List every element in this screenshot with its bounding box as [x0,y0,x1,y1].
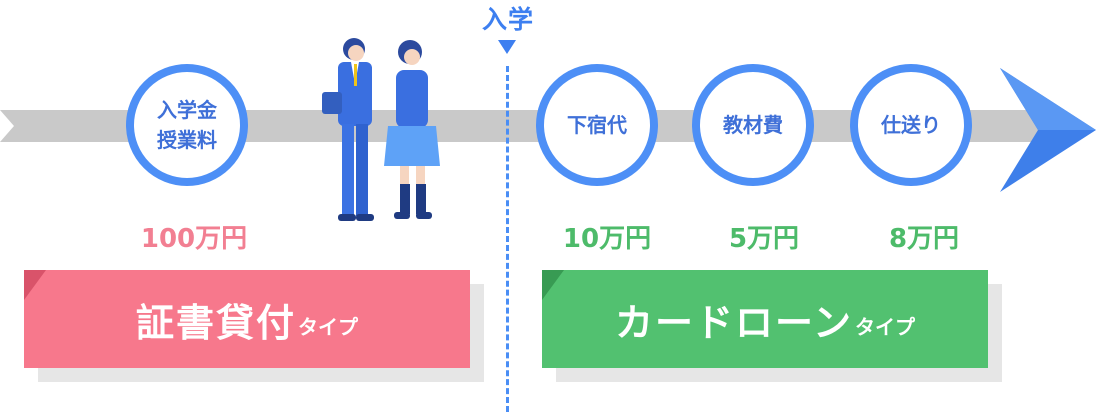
amount-lodging: 10万円 [562,224,652,254]
timeline-start-notch [0,110,14,142]
amount-allowance: 8万円 [888,224,960,254]
student-boy-icon [322,38,374,221]
banner-sub-text: タイプ [298,314,358,339]
banner-fold [24,270,46,300]
arrow-right-icon [1000,68,1096,192]
card-loan-banner: カードローン タイプ [542,270,988,368]
admission-label: 入学 [481,5,534,34]
banner-sub-text: タイプ [855,314,916,339]
students-illustration [322,38,440,221]
circle-label: 仕送り [881,113,941,137]
amount-entrance-tuition: 100万円 [140,224,248,254]
amount-textbooks: 5万円 [728,224,800,254]
admission-divider [506,66,509,412]
circle-label: 教材費 [723,113,783,137]
circle-textbooks: 教材費 [692,64,814,186]
circle-label-line2: 授業料 [157,128,217,152]
circle-label-line1: 入学金 [157,98,217,122]
banner-main-text: カードローン [614,300,854,345]
student-girl-icon [384,40,440,219]
circle-allowance: 仕送り [850,64,972,186]
circle-lodging: 下宿代 [536,64,658,186]
circle-label: 下宿代 [567,113,627,137]
banner-main-text: 証書貸付 [135,300,296,345]
deed-loan-banner: 証書貸付 タイプ [24,270,470,368]
banner-fold [542,270,564,300]
circle-entrance-tuition: 入学金 授業料 [126,64,248,186]
admission-marker-icon [498,40,516,54]
